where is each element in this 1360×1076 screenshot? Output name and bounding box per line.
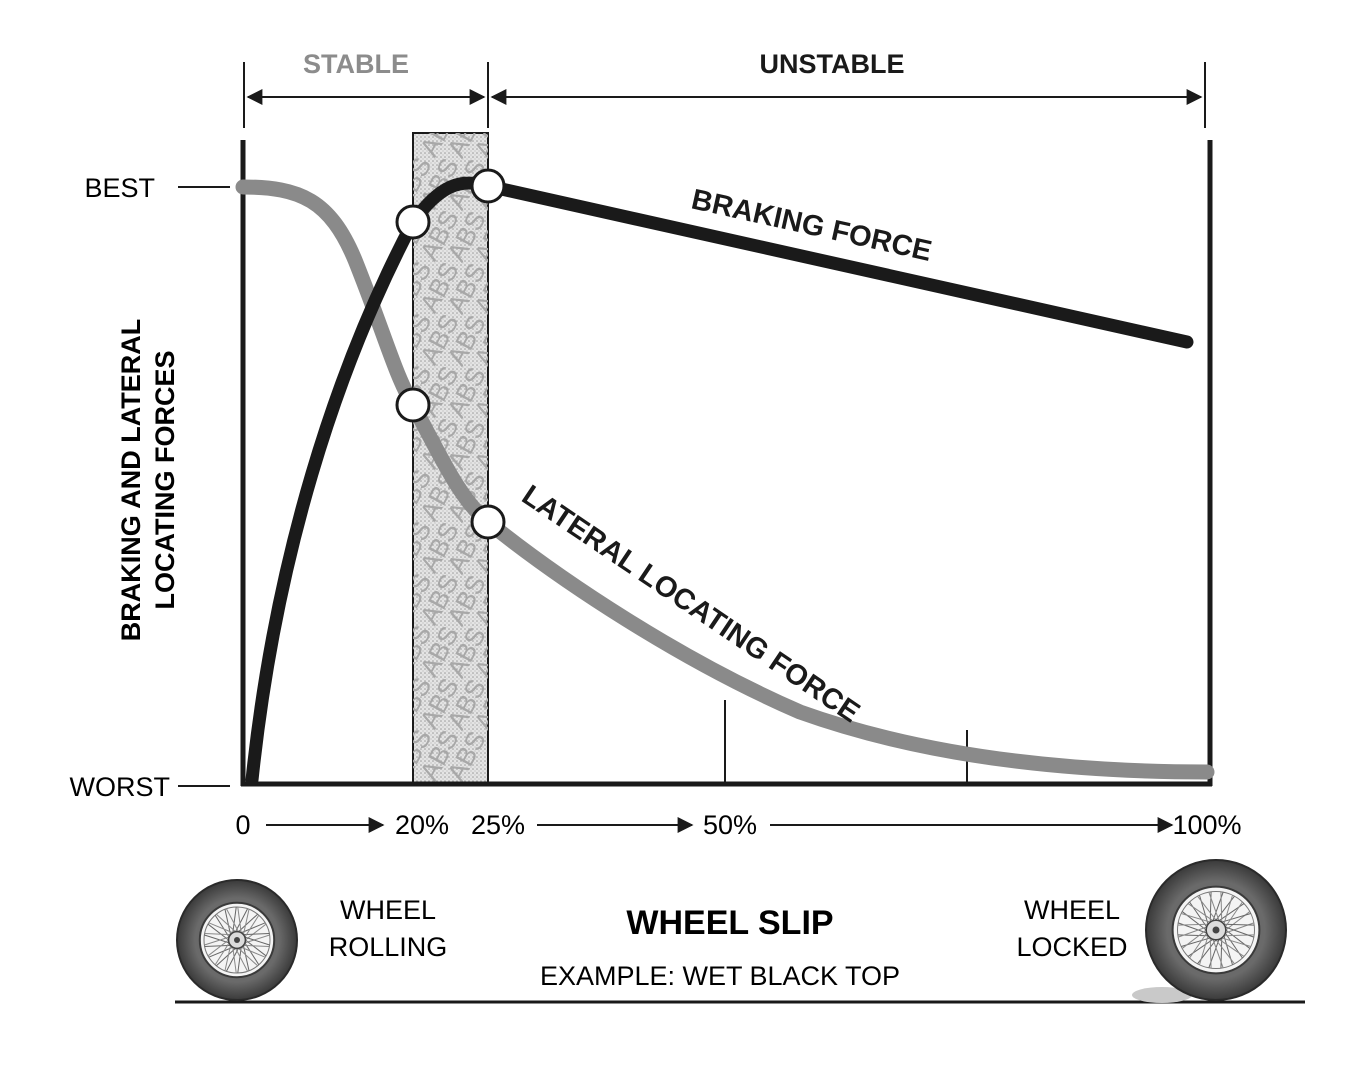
curve-markers: [395, 168, 506, 540]
x-tick-100: 100%: [1172, 810, 1241, 840]
wheel-rolling-line1: WHEEL: [340, 895, 436, 925]
lateral-force-label: LATERAL LOCATING FORCE: [516, 479, 865, 729]
abs-band: ABS ABS ABS ABS ABS ABS ABS ABS ABS ABS …: [412, 132, 489, 784]
braking-marker-25: [470, 168, 506, 204]
unstable-label: UNSTABLE: [760, 49, 905, 79]
y-axis-worst-label: WORST: [70, 772, 171, 802]
y-axis-title-line2: LOCATING FORCES: [150, 351, 180, 610]
wheel-locked-line1: WHEEL: [1024, 895, 1120, 925]
locked-wheel-icon: [1145, 859, 1287, 1001]
x-tick-50: 50%: [703, 810, 757, 840]
braking-marker-20: [395, 204, 431, 240]
plot-frame: [240, 140, 1213, 787]
x-axis-subtitle: EXAMPLE: WET BLACK TOP: [540, 961, 900, 991]
braking-force-curve: [245, 176, 1194, 787]
y-axis: BEST WORST BRAKING AND LATERAL LOCATING …: [70, 173, 230, 802]
region-header: STABLE UNSTABLE: [243, 49, 1206, 128]
skid-mark: [1132, 987, 1192, 1003]
lateral-marker-20: [395, 387, 431, 423]
wheel-locked-line2: LOCKED: [1016, 932, 1127, 962]
y-axis-best-label: BEST: [84, 173, 155, 203]
x-axis-title: WHEEL SLIP: [626, 904, 833, 942]
x-axis: 0 20% 25% 50% 100%: [235, 810, 1241, 840]
abs-band-text: ABS ABS ABS ABS ABS ABS ABS ABS ABS ABS …: [413, 133, 488, 783]
x-tick-25: 25%: [471, 810, 525, 840]
x-tick-20: 20%: [395, 810, 449, 840]
rolling-wheel-icon: [176, 879, 298, 1001]
curves: [235, 176, 1215, 787]
y-axis-title-line1: BRAKING AND LATERAL: [116, 319, 146, 641]
wheel-rolling-line2: ROLLING: [329, 932, 448, 962]
x-tick-0: 0: [235, 810, 250, 840]
lateral-marker-25: [470, 504, 506, 540]
stable-label: STABLE: [303, 49, 409, 79]
